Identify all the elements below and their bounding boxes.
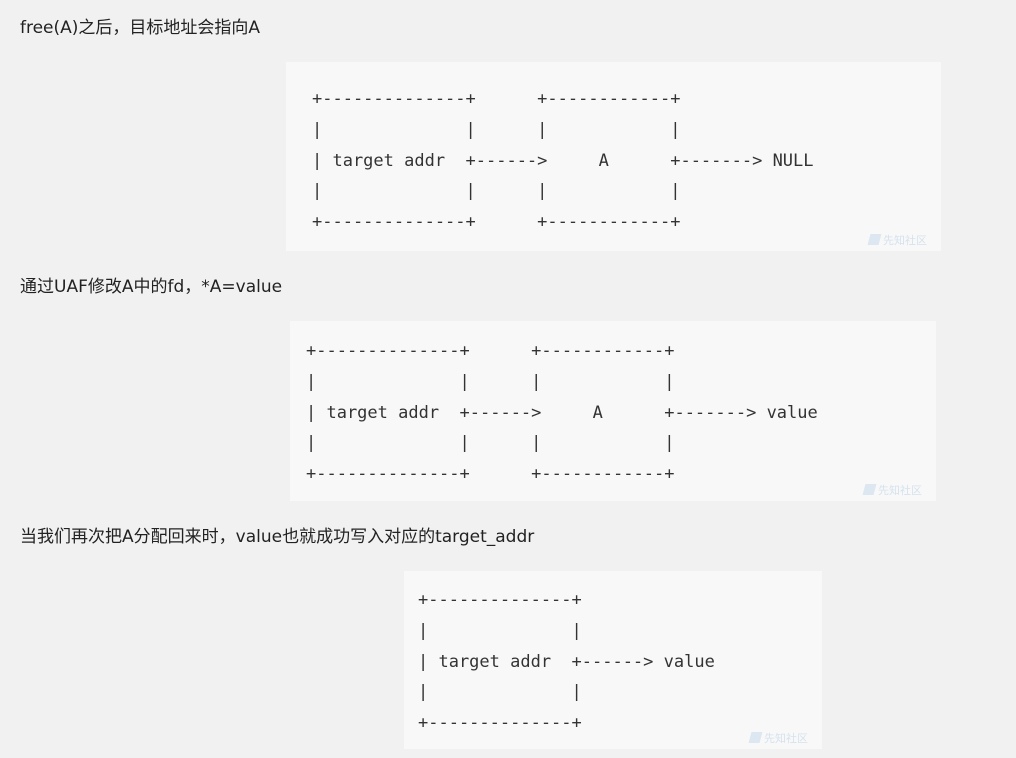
freebuf-logo-icon bbox=[748, 732, 763, 743]
freebuf-logo-icon bbox=[862, 484, 877, 495]
paragraph-free-a: free(A)之后，目标地址会指向A bbox=[20, 18, 261, 38]
code-block-diagram-2: +--------------+ +------------+ | | | | … bbox=[290, 321, 936, 501]
watermark: 先知社区 bbox=[862, 482, 922, 498]
watermark-text: 先知社区 bbox=[764, 732, 808, 745]
freebuf-logo-icon bbox=[867, 234, 882, 245]
code-block-diagram-3: +--------------+ | | | target addr +----… bbox=[404, 571, 822, 749]
paragraph-reallocate: 当我们再次把A分配回来时，value也就成功写入对应的target_addr bbox=[20, 527, 535, 547]
watermark: 先知社区 bbox=[867, 232, 927, 248]
paragraph-uaf-modify: 通过UAF修改A中的fd，*A=value bbox=[20, 277, 283, 297]
ascii-diagram: +--------------+ +------------+ | | | | … bbox=[312, 89, 814, 233]
watermark-text: 先知社区 bbox=[878, 484, 922, 497]
ascii-diagram: +--------------+ | | | target addr +----… bbox=[418, 590, 715, 734]
code-block-diagram-1: +--------------+ +------------+ | | | | … bbox=[286, 62, 941, 251]
ascii-diagram: +--------------+ +------------+ | | | | … bbox=[306, 341, 818, 485]
watermark: 先知社区 bbox=[748, 730, 808, 746]
watermark-text: 先知社区 bbox=[883, 234, 927, 247]
